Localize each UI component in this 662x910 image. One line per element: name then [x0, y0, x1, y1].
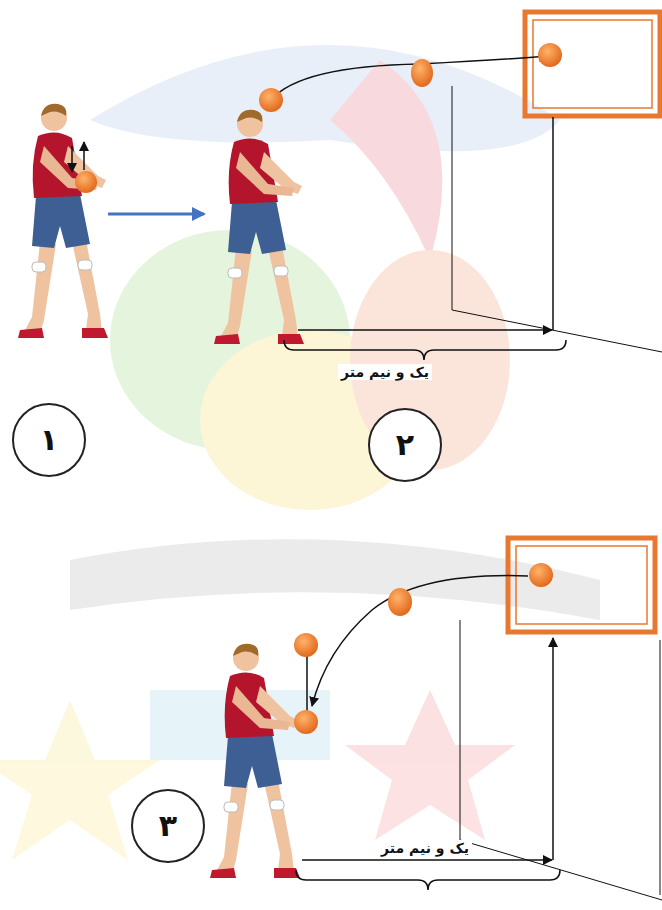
step-number: ۳	[159, 811, 177, 841]
watermark	[0, 45, 600, 860]
step-number: ۱	[40, 425, 58, 455]
step-number-circle: ۱	[12, 403, 86, 477]
distance-label: یک و نیم متر	[378, 840, 472, 856]
step-number: ۲	[396, 430, 414, 460]
distance-label: یک و نیم متر	[338, 364, 432, 380]
step-number-circle: ۳	[131, 789, 205, 863]
step-number-circle: ۲	[368, 408, 442, 482]
